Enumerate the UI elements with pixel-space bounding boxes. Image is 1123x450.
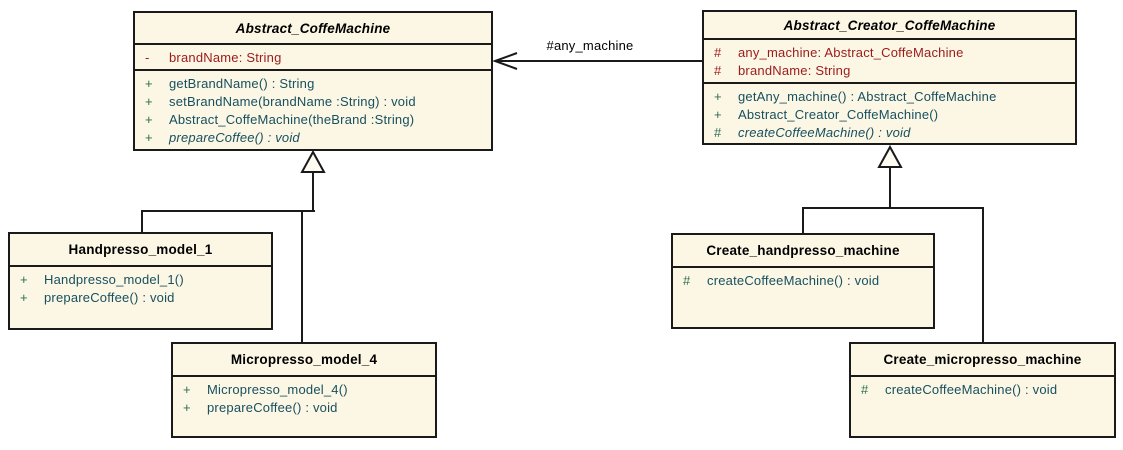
method-row: + prepareCoffee() : void [145, 129, 485, 147]
method-row: # createCoffeeMachine() : void [861, 381, 1108, 399]
method-text: prepareCoffee() : void [44, 290, 175, 305]
method-text: prepareCoffee() : void [169, 130, 300, 145]
visibility-sign: + [183, 400, 191, 415]
method-text: Handpresso_model_1() [44, 272, 184, 287]
association-role-label: #any_machine [546, 38, 634, 53]
visibility-sign: - [145, 50, 150, 65]
visibility-sign: + [20, 272, 28, 287]
attributes-compartment: - brandName: String [135, 43, 491, 69]
attribute-row: # brandName: String [714, 62, 1069, 80]
method-row: + Abstract_CoffeMachine(theBrand :String… [145, 111, 485, 129]
class-abstract-coffe-machine: Abstract_CoffeMachine - brandName: Strin… [133, 11, 493, 151]
method-row: + Micropresso_model_4() [183, 381, 429, 399]
method-row: + Handpresso_model_1() [20, 271, 265, 289]
class-title: Abstract_CoffeMachine [235, 20, 391, 36]
visibility-sign: + [145, 130, 153, 145]
methods-compartment: + Handpresso_model_1() + prepareCoffee()… [10, 265, 271, 328]
class-title: Create_handpresso_machine [706, 243, 900, 258]
methods-compartment: + Micropresso_model_4() + prepareCoffee(… [173, 375, 435, 436]
method-text: createCoffeeMachine() : void [885, 382, 1058, 397]
method-row: + setBrandName(brandName :String) : void [145, 93, 485, 111]
method-text: createCoffeeMachine() : void [738, 125, 911, 140]
class-title: Micropresso_model_4 [230, 352, 378, 367]
visibility-sign: # [683, 273, 691, 288]
attribute-text: any_machine: Abstract_CoffeMachine [738, 45, 964, 60]
association-edge-any-machine [492, 52, 702, 70]
method-row: + Abstract_Creator_CoffeMachine() [714, 106, 1069, 124]
methods-compartment: + getBrandName() : String + setBrandName… [135, 69, 491, 149]
attribute-row: - brandName: String [145, 49, 485, 67]
method-text: Abstract_Creator_CoffeMachine() [738, 107, 939, 122]
attribute-row: # any_machine: Abstract_CoffeMachine [714, 44, 1069, 62]
method-row: + getBrandName() : String [145, 75, 485, 93]
visibility-sign: # [714, 45, 722, 60]
methods-compartment: # createCoffeeMachine() : void [673, 266, 933, 327]
visibility-sign: # [714, 125, 722, 140]
visibility-sign: + [145, 94, 153, 109]
method-row: # createCoffeeMachine() : void [683, 272, 927, 290]
method-text: Abstract_CoffeMachine(theBrand :String) [169, 112, 415, 127]
method-text: getAny_machine() : Abstract_CoffeMachine [738, 89, 997, 104]
visibility-sign: + [145, 76, 153, 91]
class-handpresso-model-1: Handpresso_model_1 + Handpresso_model_1(… [8, 232, 273, 330]
attributes-compartment: # any_machine: Abstract_CoffeMachine # b… [704, 38, 1075, 82]
class-title: Handpresso_model_1 [68, 242, 213, 257]
attribute-text: brandName: String [169, 50, 282, 65]
open-arrowhead-icon [492, 52, 518, 70]
method-text: prepareCoffee() : void [207, 400, 338, 415]
visibility-sign: + [145, 112, 153, 127]
method-text: setBrandName(brandName :String) : void [169, 94, 416, 109]
visibility-sign: + [714, 107, 722, 122]
attribute-text: brandName: String [738, 63, 851, 78]
method-row: # createCoffeeMachine() : void [714, 124, 1069, 142]
generalization-triangle-icon [300, 149, 326, 173]
method-text: Micropresso_model_4() [207, 382, 348, 397]
visibility-sign: + [20, 290, 28, 305]
method-row: + prepareCoffee() : void [183, 399, 429, 417]
class-create-micropresso-machine: Create_micropresso_machine # createCoffe… [849, 342, 1116, 438]
method-row: + prepareCoffee() : void [20, 289, 265, 307]
visibility-sign: + [183, 382, 191, 397]
class-title: Create_micropresso_machine [883, 352, 1082, 367]
visibility-sign: # [861, 382, 869, 397]
method-row: + getAny_machine() : Abstract_CoffeMachi… [714, 88, 1069, 106]
class-create-handpresso-machine: Create_handpresso_machine # createCoffee… [671, 233, 935, 329]
class-abstract-creator-coffe-machine: Abstract_Creator_CoffeMachine # any_mach… [702, 10, 1077, 145]
generalization-triangle-icon [877, 144, 903, 168]
visibility-sign: + [714, 89, 722, 104]
methods-compartment: + getAny_machine() : Abstract_CoffeMachi… [704, 82, 1075, 144]
class-micropresso-model-4: Micropresso_model_4 + Micropresso_model_… [171, 342, 437, 438]
visibility-sign: # [714, 63, 722, 78]
class-title: Abstract_Creator_CoffeMachine [783, 17, 996, 33]
method-text: getBrandName() : String [169, 76, 315, 91]
methods-compartment: # createCoffeeMachine() : void [851, 375, 1114, 436]
method-text: createCoffeeMachine() : void [707, 273, 880, 288]
